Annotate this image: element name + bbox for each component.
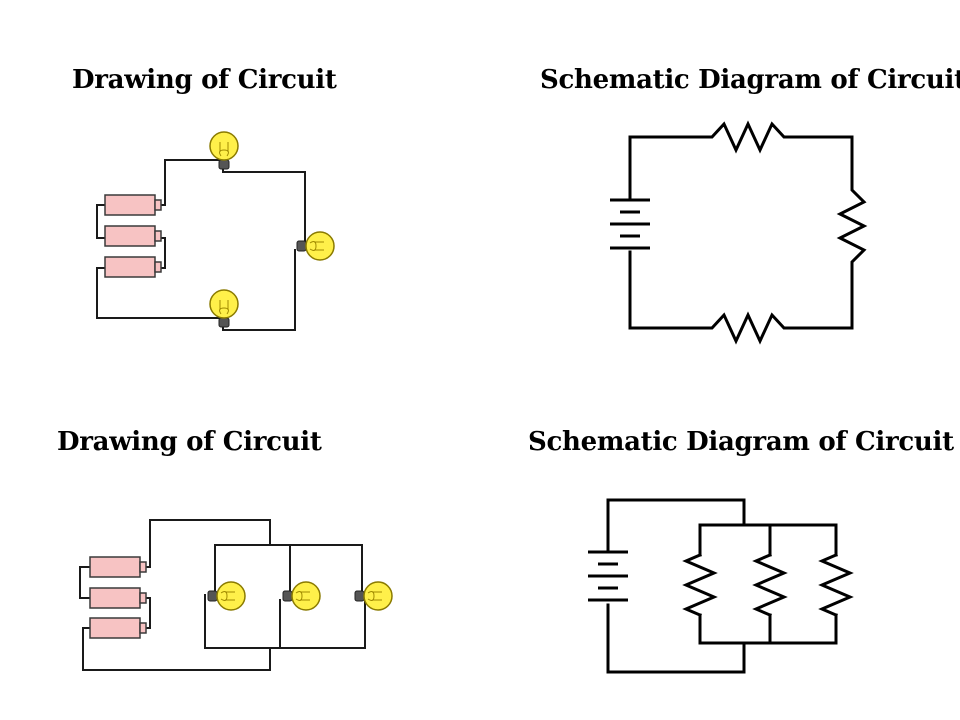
light-bulb-icon — [207, 581, 246, 611]
series-circuit-drawing — [96, 131, 335, 331]
light-bulb-icon — [209, 289, 239, 328]
panel-title: Schematic Diagram of Circuit — [528, 427, 954, 457]
panel-title: Drawing of Circuit — [57, 427, 322, 457]
light-bulb-icon — [354, 581, 393, 611]
battery-symbol — [610, 198, 650, 250]
series-circuit-schematic — [610, 120, 868, 345]
schematic-wire — [628, 120, 868, 345]
battery-cell-icon — [89, 556, 147, 578]
battery-symbol — [588, 550, 628, 602]
battery-cell-icon — [104, 256, 162, 278]
light-bulb-icon — [296, 231, 335, 261]
panel-title: Schematic Diagram of Circuit — [540, 65, 960, 95]
parallel-circuit-schematic — [588, 498, 854, 674]
resistor-symbol — [682, 553, 718, 617]
resistor-symbol — [818, 553, 854, 617]
resistor-symbol — [752, 553, 788, 617]
battery-cell-icon — [89, 587, 147, 609]
battery-cell-icon — [104, 225, 162, 247]
battery-cell-icon — [89, 617, 147, 639]
battery-cell-icon — [104, 194, 162, 216]
light-bulb-icon — [209, 131, 239, 170]
parallel-wire — [79, 519, 366, 671]
light-bulb-icon — [282, 581, 321, 611]
schematic-wire — [606, 498, 838, 674]
parallel-circuit-drawing — [79, 519, 393, 671]
panel-title: Drawing of Circuit — [72, 65, 337, 95]
